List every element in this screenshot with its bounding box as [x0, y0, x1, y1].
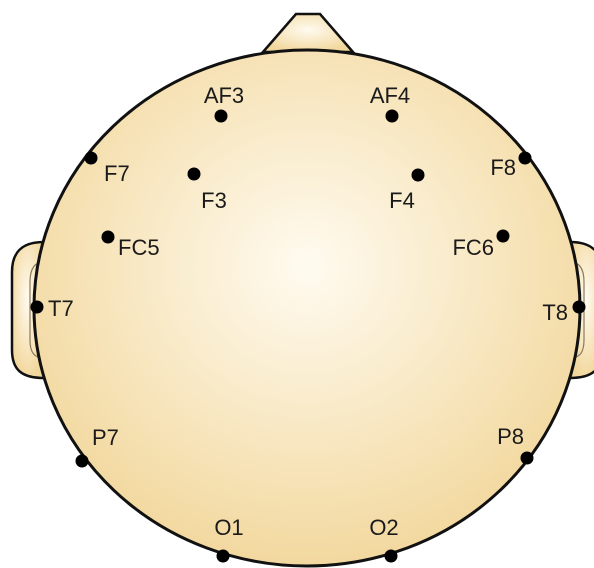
head-outline: [34, 50, 580, 566]
electrode-o1-label: O1: [214, 515, 243, 540]
electrode-p7-marker: [76, 455, 89, 468]
electrode-f3-marker: [188, 168, 201, 181]
electrode-af4-label: AF4: [370, 83, 410, 108]
electrode-p8-marker: [521, 452, 534, 465]
electrode-t8-label: T8: [542, 300, 568, 325]
electrode-f8-marker: [519, 152, 532, 165]
electrode-af3-label: AF3: [204, 83, 244, 108]
electrode-p7-label: P7: [92, 425, 119, 450]
electrode-f7-marker: [85, 152, 98, 165]
electrode-t7-marker: [31, 301, 44, 314]
electrode-t7-label: T7: [48, 296, 74, 321]
electrode-fc6-label: FC6: [452, 235, 494, 260]
electrode-o2-marker: [385, 550, 398, 563]
nose: [263, 14, 353, 52]
electrode-f3-label: F3: [201, 188, 227, 213]
electrode-p8-label: P8: [497, 424, 524, 449]
electrode-af3-marker: [215, 110, 228, 123]
electrode-f8-label: F8: [490, 155, 516, 180]
electrode-fc5-label: FC5: [118, 235, 160, 260]
electrode-fc5-marker: [102, 231, 115, 244]
electrode-o2-label: O2: [369, 515, 398, 540]
electrode-f4-marker: [412, 169, 425, 182]
electrode-af4-marker: [386, 110, 399, 123]
electrode-f4-label: F4: [389, 188, 415, 213]
electrode-f7-label: F7: [104, 161, 130, 186]
electrode-fc6-marker: [497, 230, 510, 243]
electrode-o1-marker: [217, 550, 230, 563]
electrode-t8-marker: [573, 301, 586, 314]
